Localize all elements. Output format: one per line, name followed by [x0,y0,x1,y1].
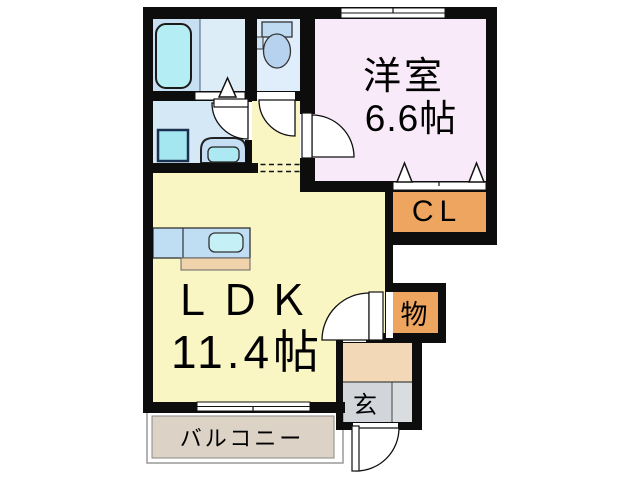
closet-door-marker-left [395,160,414,183]
ldk-size: 11.4帖 [171,326,323,378]
window-ldk [196,401,311,412]
bathroom-door-marker [217,76,238,98]
closet-door-marker-right [467,160,486,183]
balcony-label: バルコニー [180,426,305,451]
washing-machine-icon [156,128,190,163]
toilet-bowl-icon [262,33,292,69]
storage-label: 物 [401,300,428,330]
entrance-step [343,343,412,382]
kitchen-sink-icon [208,232,244,253]
entrance-label: 玄 [353,392,377,419]
entrance-door [351,425,400,472]
vanity-basin-icon [207,146,240,163]
bathroom-dry-floor [200,19,245,91]
toilet-door [258,99,296,137]
ldk-floor-lower [153,333,343,403]
western-room-size: 6.6帖 [365,98,457,139]
ldk-label: ＬＤＫ [171,277,315,324]
washroom-door [211,98,249,140]
balcony-floor [151,415,335,459]
bathtub-icon [155,23,192,89]
closet-floor [393,189,486,232]
western-room-door [301,112,355,159]
closet-label: CL [412,195,462,228]
entrance-side-strip [392,382,412,422]
ldk-door [321,291,384,341]
western-room-label: 洋室 [363,56,445,98]
storage-floor [393,292,438,333]
kitchen-counter-edge [180,257,251,271]
window-top [340,7,446,19]
